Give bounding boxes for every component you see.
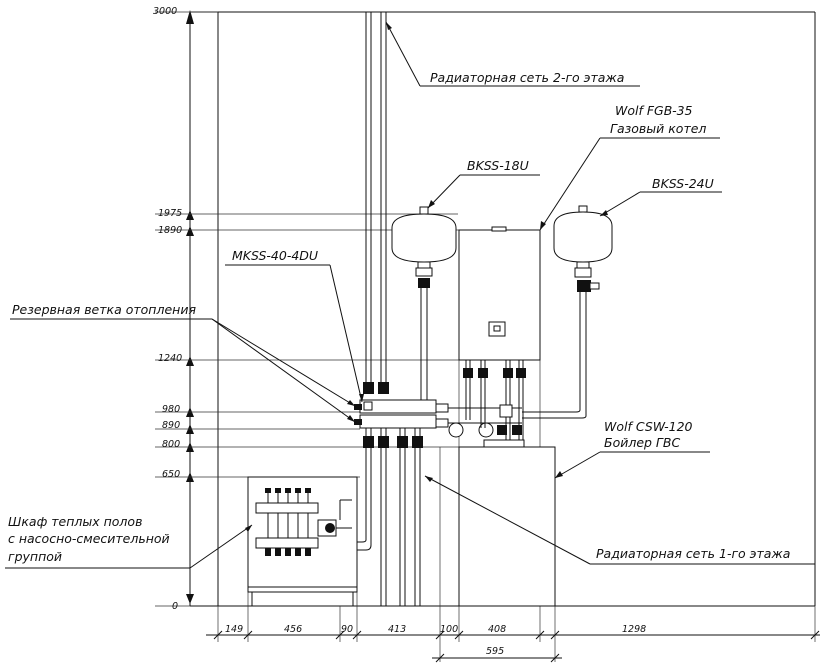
height-1975: 1975 — [158, 208, 182, 219]
label-radiator-1st: Радиаторная сеть 1-го этажа — [596, 546, 790, 561]
label-cylinder-type: Бойлер ГВС — [604, 435, 680, 450]
width-90: 90 — [341, 624, 353, 635]
height-1890: 1890 — [158, 225, 182, 236]
label-floor-cabinet-line1: Шкаф теплых полов — [8, 514, 142, 529]
height-3000: 3000 — [153, 6, 177, 17]
radiator-pipes-1st-floor — [352, 428, 423, 606]
expansion-tank-24 — [522, 205, 613, 419]
label-floor-cabinet-line2: с насосно-смесительной — [8, 531, 170, 546]
height-labels: 3000 1975 1890 1240 980 890 800 650 0 — [153, 6, 182, 612]
width-149: 149 — [225, 624, 243, 635]
height-800: 800 — [162, 439, 180, 450]
label-radiator-2nd: Радиаторная сеть 2-го этажа — [430, 70, 624, 85]
bottom-dimensions: 149 456 90 413 100 408 595 1298 — [206, 447, 820, 663]
leader-lines — [5, 21, 815, 569]
floor-heating-cabinet — [247, 476, 358, 606]
dhw-cylinder — [458, 439, 556, 607]
width-100: 100 — [440, 624, 458, 635]
width-408: 408 — [488, 624, 506, 635]
label-tank-24: BKSS-24U — [652, 176, 714, 191]
label-cylinder-model: Wolf CSW-120 — [604, 419, 693, 434]
label-boiler-model: Wolf FGB-35 — [615, 103, 693, 118]
label-manifold: MKSS-40-4DU — [232, 248, 318, 263]
height-890: 890 — [162, 420, 180, 431]
width-456: 456 — [284, 624, 302, 635]
width-1298: 1298 — [622, 624, 646, 635]
label-floor-cabinet-line3: группой — [8, 549, 62, 564]
height-650: 650 — [162, 469, 180, 480]
height-1240: 1240 — [158, 353, 182, 364]
width-595: 595 — [486, 646, 504, 657]
gas-boiler — [458, 226, 541, 400]
label-boiler-type: Газовый котел — [610, 121, 706, 136]
width-413: 413 — [388, 624, 406, 635]
label-reserve-branch: Резервная ветка отопления — [12, 302, 196, 317]
manifold — [354, 399, 524, 440]
risers-2nd-floor — [363, 12, 389, 394]
labels: Радиаторная сеть 2-го этажа Wolf FGB-35 … — [8, 70, 790, 564]
label-tank-18: BKSS-18U — [467, 158, 529, 173]
height-980: 980 — [162, 404, 180, 415]
expansion-tank-18 — [391, 206, 457, 400]
height-0: 0 — [172, 601, 178, 612]
